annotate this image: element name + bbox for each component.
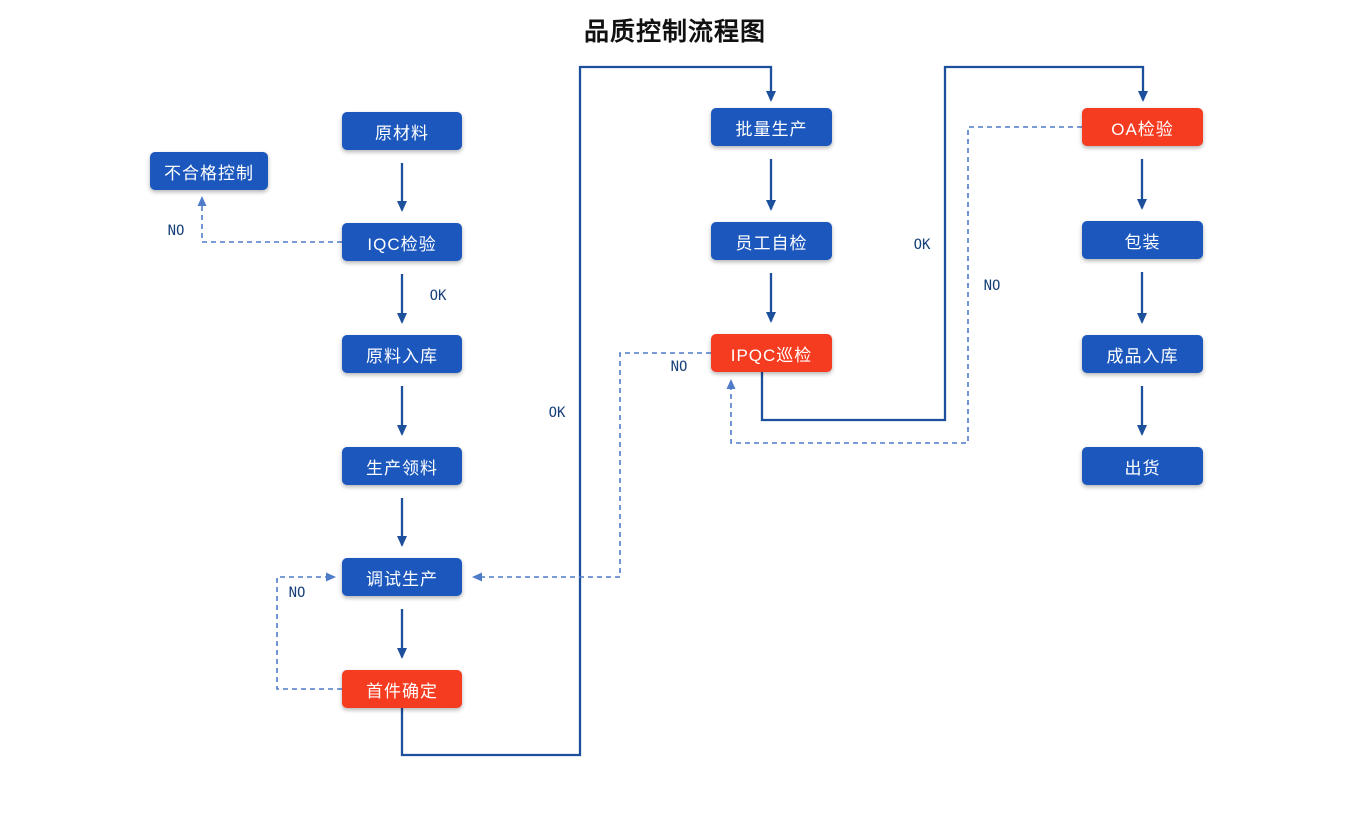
node-ipqc-patrol: IPQC巡检 bbox=[711, 334, 832, 372]
node-raw-material: 原材料 bbox=[342, 112, 462, 150]
node-packaging: 包装 bbox=[1082, 221, 1203, 259]
edge-firstarticle-ok-to-mass bbox=[400, 65, 776, 757]
edge-label-ipqc-ok: OK bbox=[913, 237, 931, 253]
node-iqc-inspection: IQC检验 bbox=[342, 223, 462, 261]
edge-label-iqc-ok: OK bbox=[429, 288, 447, 304]
edge-ipqc-no-to-trial bbox=[472, 352, 711, 582]
edge-iqc-no-to-defectcontrol bbox=[197, 196, 342, 243]
node-shipment: 出货 bbox=[1082, 447, 1203, 485]
node-trial-production: 调试生产 bbox=[342, 558, 462, 596]
edge-label-iqc-no: NO bbox=[167, 223, 185, 239]
edge-label-firstarticle-no: NO bbox=[288, 585, 306, 601]
edge-label-ipqc-no: NO bbox=[670, 359, 688, 375]
edge-firstarticle-no-to-trial bbox=[276, 572, 342, 690]
node-self-inspection: 员工自检 bbox=[711, 222, 832, 260]
page-title: 品质控制流程图 bbox=[583, 17, 766, 46]
node-material-storage: 原料入库 bbox=[342, 335, 462, 373]
node-finished-storage: 成品入库 bbox=[1082, 335, 1203, 373]
node-first-article: 首件确定 bbox=[342, 670, 462, 708]
edge-ipqc-ok-to-oa bbox=[760, 65, 1148, 422]
node-production-picking: 生产领料 bbox=[342, 447, 462, 485]
edge-label-firstarticle-ok: OK bbox=[548, 405, 566, 421]
node-mass-production: 批量生产 bbox=[711, 108, 832, 146]
edge-label-oa-no: NO bbox=[983, 278, 1001, 294]
edge-oa-no-to-ipqc bbox=[726, 126, 1082, 444]
node-defect-control: 不合格控制 bbox=[150, 152, 268, 190]
node-oa-inspection: OA检验 bbox=[1082, 108, 1203, 146]
